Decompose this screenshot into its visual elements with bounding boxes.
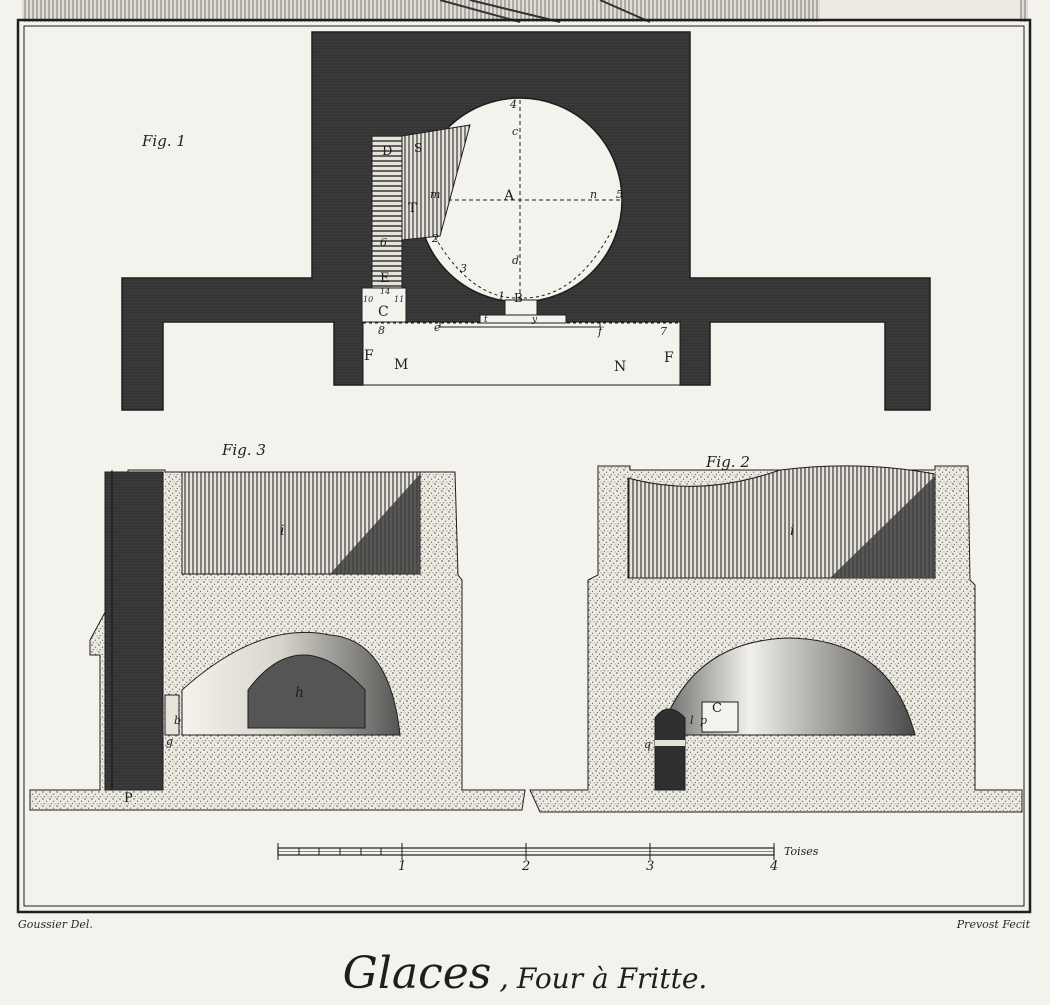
plate-title-separator: , xyxy=(499,961,509,996)
fig2-label-C: C xyxy=(712,701,722,716)
fig3-label-i: i xyxy=(280,523,284,539)
fig1-label-d: d xyxy=(512,254,519,267)
fig1-label-F-right: F xyxy=(664,350,674,366)
fig2-label-l: l xyxy=(690,714,694,727)
fig1-num-7: 7 xyxy=(660,325,667,338)
top-vignette-remnant xyxy=(22,0,1028,23)
fig1-chamber-floor xyxy=(362,321,681,386)
fig1-num-11: 11 xyxy=(394,295,404,304)
plate-title-main: Glaces xyxy=(342,948,492,999)
credit-engraver: Prevost Fecit xyxy=(956,918,1030,931)
fig2-label-p: p xyxy=(700,714,707,727)
plate-frame-outer xyxy=(16,18,1032,914)
fig1-label-B: B xyxy=(514,291,523,305)
fig1-label-F-left: F xyxy=(364,348,374,364)
fig1-num-5: 5 xyxy=(616,188,623,201)
fig2-label-q: q xyxy=(644,738,651,751)
fig1-flue-hatched xyxy=(371,135,403,291)
fig3-label-b: b xyxy=(174,714,181,727)
fig1-label-e: e xyxy=(434,321,441,334)
plate-frame-inner xyxy=(23,25,1025,907)
fig1-title: Fig. 1 xyxy=(141,132,186,150)
credit-draughtsman: Goussier Del. xyxy=(18,918,93,931)
fig3-title: Fig. 3 xyxy=(221,441,266,459)
plate-title: Glaces,Four à Fritte. xyxy=(0,948,1050,999)
fig1-num-1: 1 xyxy=(498,290,505,303)
scale-unit: Toises xyxy=(784,845,819,858)
fig1-plan xyxy=(121,31,931,411)
fig1-label-T: T xyxy=(408,201,417,216)
fig1-label-n: n xyxy=(590,188,597,201)
fig1-num-3: 3 xyxy=(460,262,467,275)
fig1-num-8: 8 xyxy=(378,324,385,337)
fig1-label-N: N xyxy=(614,359,626,375)
fig1-label-E: E xyxy=(380,271,390,286)
fig1-label-t: t xyxy=(484,315,488,325)
fig1-label-M: M xyxy=(394,357,408,373)
fig1-label-f: f xyxy=(597,325,604,338)
fig2-title: Fig. 2 xyxy=(705,453,750,471)
fig1-label-c: c xyxy=(512,125,518,138)
fig1-label-m: m xyxy=(430,188,440,201)
fig1-label-S: S xyxy=(414,141,422,155)
fig1-label-D: D xyxy=(382,144,392,159)
fig1-num-6: 6 xyxy=(380,236,387,249)
fig1-label-y: y xyxy=(531,315,538,325)
scale-tick-2: 2 xyxy=(521,859,530,874)
fig3-label-h: h xyxy=(295,685,304,701)
fig3-label-P: P xyxy=(124,791,133,806)
fig1-num-2: 2 xyxy=(431,232,439,245)
scale-tick-1: 1 xyxy=(398,859,406,874)
fig1-num-4: 4 xyxy=(509,98,517,111)
fig1-label-C: C xyxy=(378,304,389,320)
fig2-section xyxy=(529,465,1023,813)
fig3-chimney xyxy=(104,471,164,791)
fig3-label-g: g xyxy=(166,735,173,748)
scale-tick-4: 4 xyxy=(769,859,778,874)
fig1-num-14: 14 xyxy=(380,287,390,296)
fig1-num-10: 10 xyxy=(363,295,373,304)
scale-bar xyxy=(277,843,775,860)
plate-title-sub: Four à Fritte. xyxy=(516,962,708,995)
fig1-label-A: A xyxy=(503,188,515,204)
fig3-section xyxy=(29,469,526,811)
fig2-label-i: i xyxy=(790,523,794,539)
scale-tick-3: 3 xyxy=(646,859,654,874)
